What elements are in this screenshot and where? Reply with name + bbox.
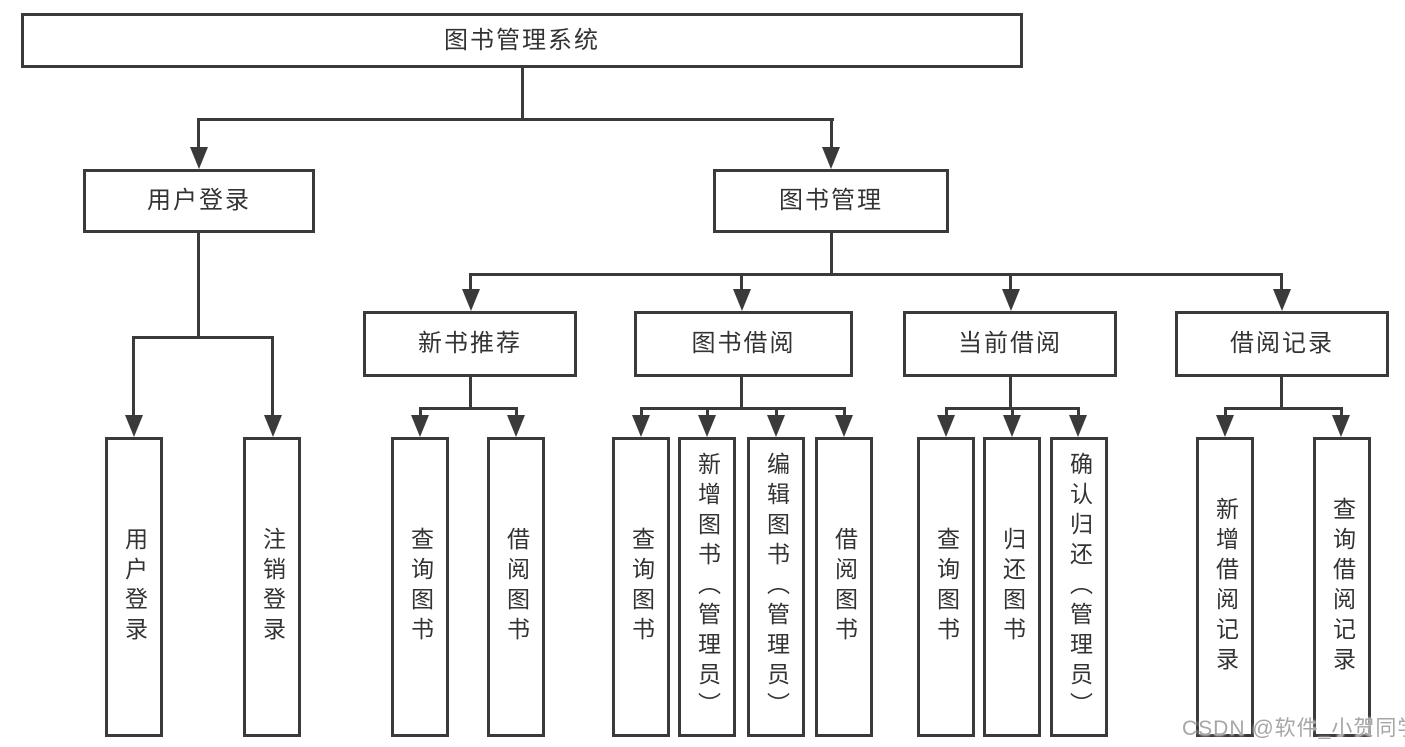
connector-arrow [1216, 415, 1234, 437]
node-user-login: 用户登录 [83, 169, 315, 233]
connector-line [132, 336, 135, 420]
connector-line [830, 233, 833, 276]
connector-arrow [1069, 415, 1087, 437]
leaf-add-borrow-record: 新增借阅记录 [1196, 437, 1254, 737]
connector-line [1280, 377, 1283, 407]
connector-line [1011, 407, 1014, 419]
connector-arrow [507, 415, 525, 437]
connector-arrow [835, 415, 853, 437]
connector-line [197, 233, 200, 339]
csdn-watermark: CSDN @软件_小贺同学 [1182, 717, 1405, 740]
connector-line [640, 407, 845, 410]
connector-arrow [937, 415, 955, 437]
connector-line [775, 407, 778, 419]
leaf-query-books-recommend: 查询图书 [391, 437, 449, 737]
connector-arrow [411, 415, 429, 437]
connector-line [843, 407, 846, 419]
connector-line [469, 273, 472, 293]
connector-line [1077, 407, 1080, 419]
connector-arrow [767, 415, 785, 437]
node-borrowing-records: 借阅记录 [1175, 311, 1389, 377]
connector-arrow [1003, 415, 1021, 437]
leaf-query-borrow-record: 查询借阅记录 [1313, 437, 1371, 737]
connector-line [740, 273, 743, 293]
leaf-add-books-admin: 新增图书（管理员） [678, 437, 736, 737]
leaf-user-login: 用户登录 [105, 437, 163, 737]
leaf-borrow-books: 借阅图书 [815, 437, 873, 737]
connector-line [945, 407, 948, 419]
node-new-book-recommendation: 新书推荐 [363, 311, 577, 377]
connector-line [740, 377, 743, 407]
node-current-borrowing: 当前借阅 [903, 311, 1117, 377]
connector-line [1009, 377, 1012, 407]
connector-line [132, 336, 274, 339]
connector-arrow [264, 415, 282, 437]
connector-arrow [733, 289, 751, 311]
connector-line [1009, 273, 1012, 293]
leaf-query-books-borrow: 查询图书 [612, 437, 670, 737]
leaf-confirm-return-admin: 确认归还（管理员） [1050, 437, 1108, 737]
connector-arrow [1273, 289, 1291, 311]
connector-line [469, 377, 472, 407]
connector-arrow [1002, 289, 1020, 311]
connector-line [521, 68, 524, 121]
node-root-system: 图书管理系统 [21, 13, 1023, 68]
leaf-return-books: 归还图书 [983, 437, 1041, 737]
connector-line [830, 118, 833, 152]
connector-arrow [125, 415, 143, 437]
node-book-management: 图书管理 [713, 169, 949, 233]
connector-arrow [190, 147, 208, 169]
leaf-edit-books-admin: 编辑图书（管理员） [747, 437, 805, 737]
connector-arrow [698, 415, 716, 437]
leaf-logout: 注销登录 [243, 437, 301, 737]
connector-line [1224, 407, 1227, 419]
connector-arrow [822, 147, 840, 169]
connector-arrow [462, 289, 480, 311]
connector-line [640, 407, 643, 419]
connector-line [1280, 273, 1283, 293]
connector-line [1340, 407, 1343, 419]
leaf-borrow-books-recommend: 借阅图书 [487, 437, 545, 737]
connector-line [271, 336, 274, 420]
connector-line [515, 407, 518, 419]
connector-line [197, 118, 834, 121]
node-book-borrowing: 图书借阅 [634, 311, 853, 377]
connector-line [197, 118, 200, 152]
connector-line [706, 407, 709, 419]
connector-line [419, 407, 518, 410]
connector-line [469, 273, 1283, 276]
connector-arrow [1332, 415, 1350, 437]
connector-line [419, 407, 422, 419]
connector-arrow [632, 415, 650, 437]
leaf-query-books-current: 查询图书 [917, 437, 975, 737]
connector-line [1224, 407, 1343, 410]
